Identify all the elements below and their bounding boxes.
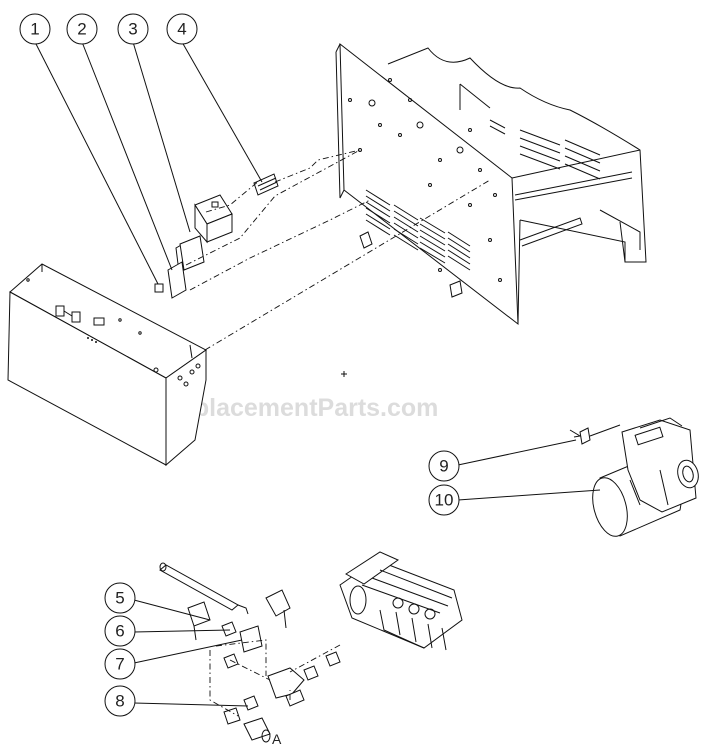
control-components [154, 173, 279, 299]
callout-7: 7 [104, 648, 136, 680]
front-vents [365, 189, 471, 271]
side-vents [489, 119, 601, 180]
callout-3-label: 3 [128, 20, 137, 39]
callout-4-label: 4 [177, 20, 186, 39]
assembly-lines-top [185, 149, 491, 351]
callout-2-label: 2 [77, 20, 86, 39]
motor-capacitor [569, 424, 621, 445]
callout-6: 6 [104, 615, 136, 647]
center-mark [341, 371, 347, 377]
assembly-lines-bottom [209, 639, 341, 717]
callout-9-label: 9 [439, 457, 448, 476]
callout-3: 3 [117, 13, 149, 45]
callout-1: 1 [19, 13, 51, 45]
reference-letter-a: A [272, 731, 282, 747]
plumbing [159, 562, 341, 743]
callout-8-label: 8 [115, 692, 124, 711]
pump [339, 551, 463, 651]
panel-holes [348, 78, 502, 282]
callout-10-label: 10 [435, 491, 454, 510]
callout-8: 8 [104, 685, 136, 717]
callout-5-label: 5 [115, 589, 124, 608]
callout-5: 5 [104, 582, 136, 614]
leader-lines [34, 41, 601, 707]
frame-panel [335, 42, 647, 326]
callout-9: 9 [428, 450, 460, 482]
callout-7-label: 7 [115, 655, 124, 674]
callout-6-label: 6 [115, 622, 124, 641]
callout-2: 2 [66, 13, 98, 45]
callout-1-label: 1 [30, 20, 39, 39]
control-box [7, 263, 207, 467]
motor [592, 417, 699, 537]
callout-4: 4 [166, 13, 198, 45]
callout-10: 10 [428, 484, 460, 516]
